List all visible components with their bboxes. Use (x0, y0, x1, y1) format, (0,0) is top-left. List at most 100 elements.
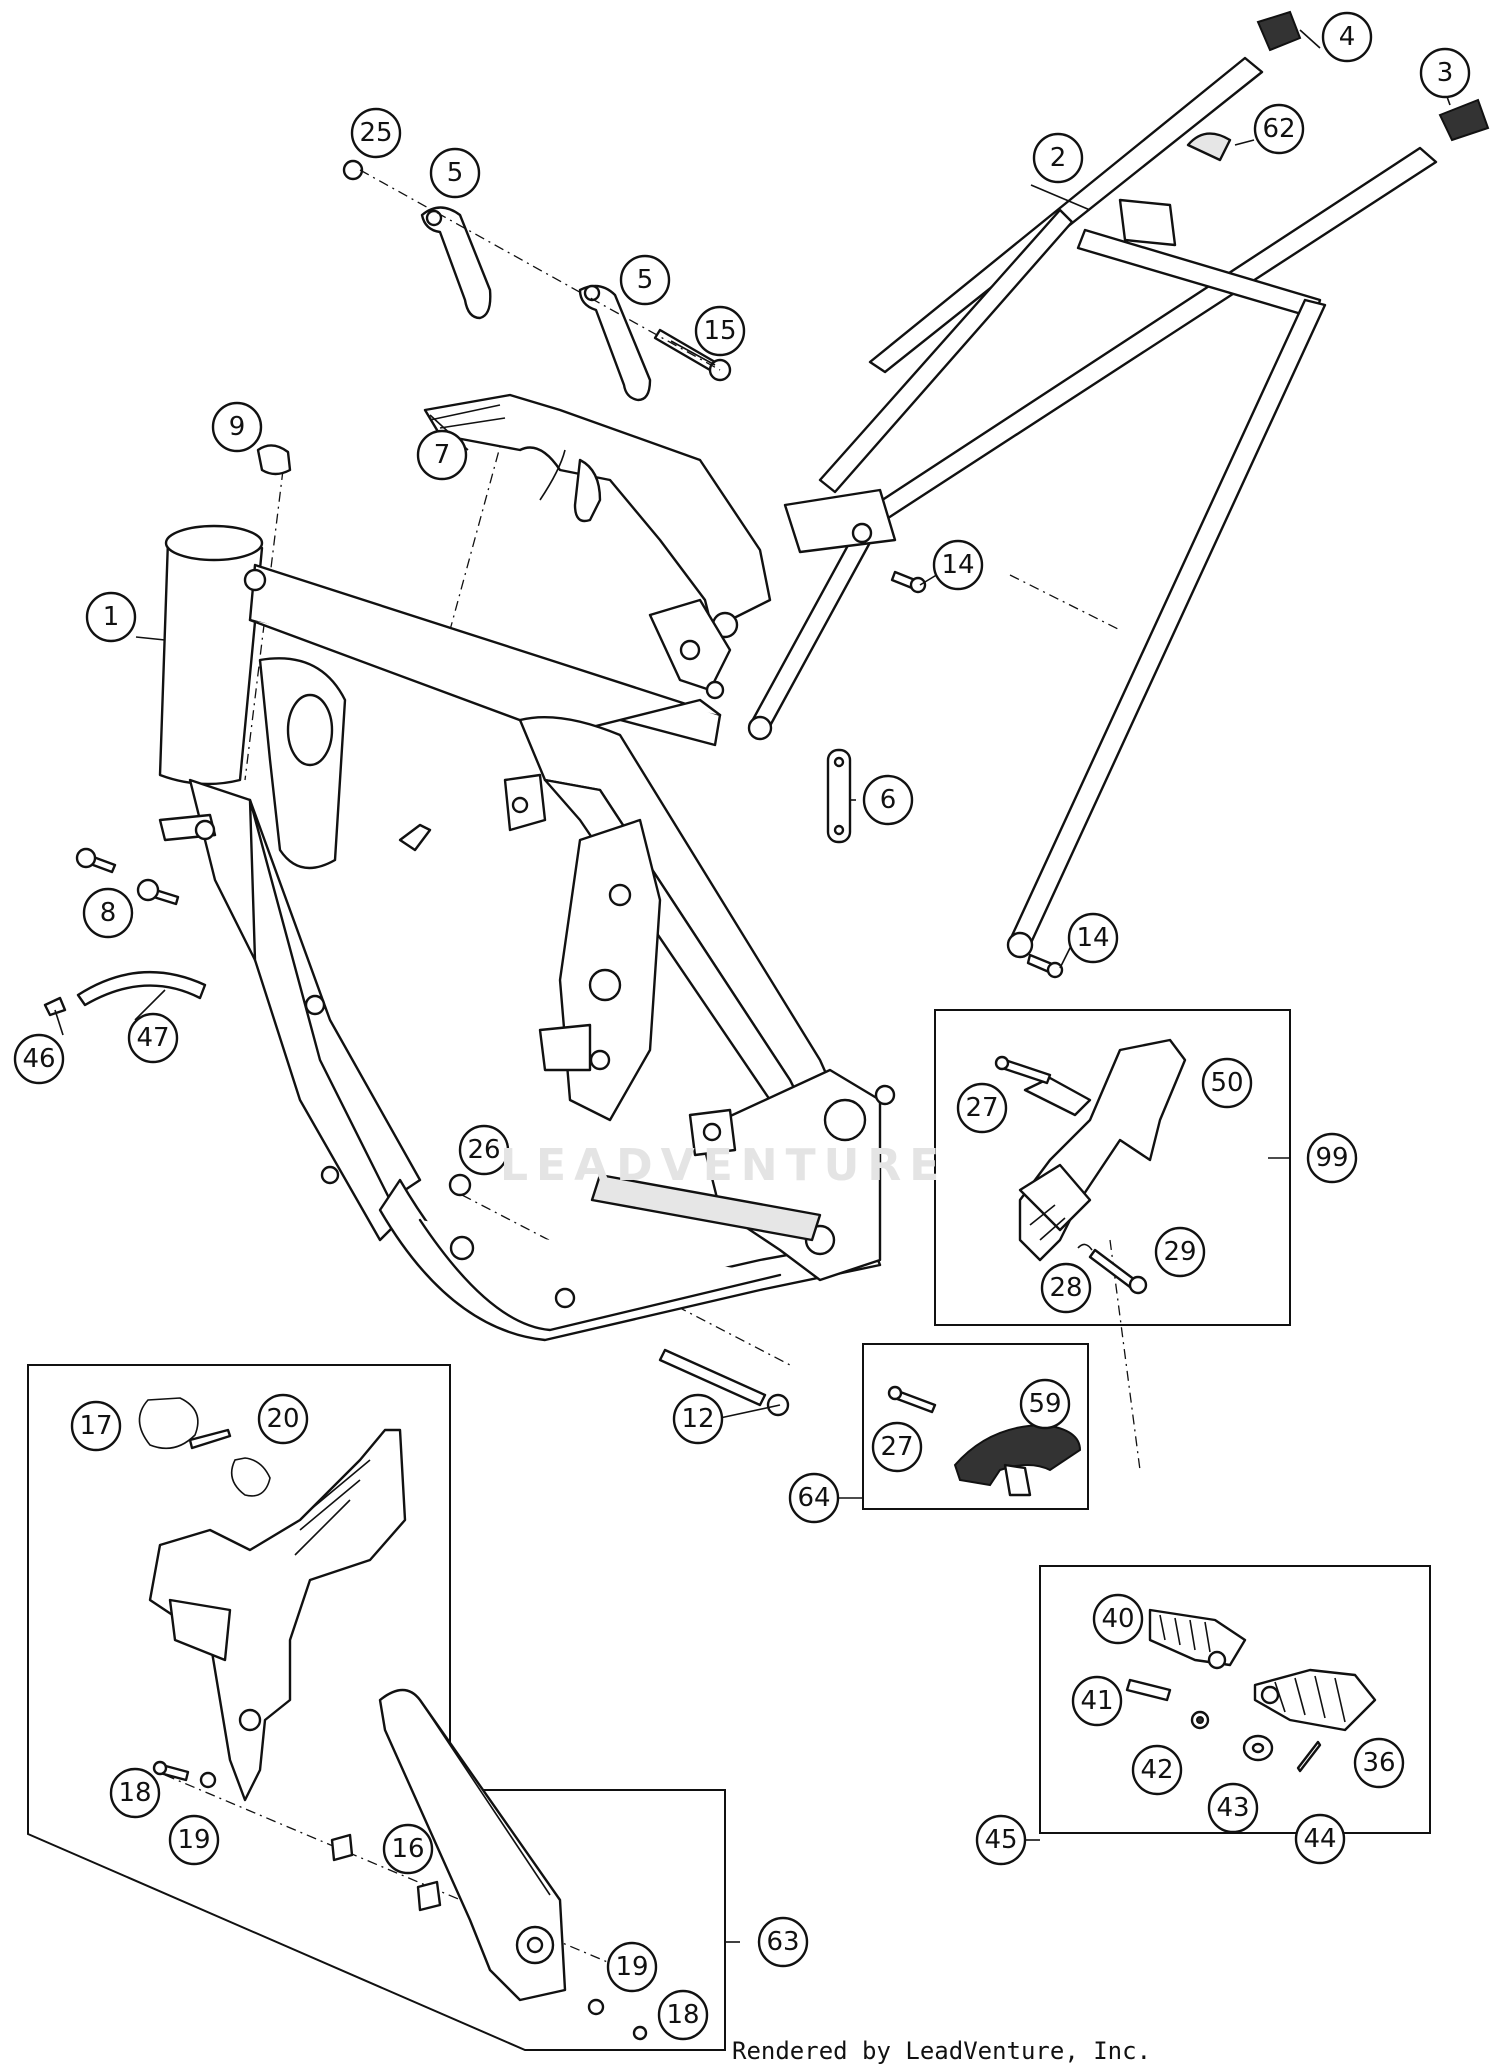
svg-text:47: 47 (136, 1023, 169, 1053)
svg-text:6: 6 (880, 785, 897, 815)
svg-text:20: 20 (266, 1404, 299, 1434)
svg-text:27: 27 (880, 1432, 913, 1462)
callout-20[interactable]: 20 (257, 1393, 309, 1445)
svg-text:28: 28 (1049, 1273, 1082, 1303)
callout-64[interactable]: 64 (788, 1472, 840, 1524)
spring-part-42 (1190, 1710, 1210, 1730)
callout-44[interactable]: 44 (1294, 1813, 1346, 1865)
svg-text:62: 62 (1262, 114, 1295, 144)
callout-7[interactable]: 7 (416, 429, 468, 481)
callout-27[interactable]: 27 (956, 1082, 1008, 1134)
hose-part-47 (76, 970, 207, 1007)
callout-2[interactable]: 2 (1032, 132, 1084, 184)
cap-part-4 (1256, 10, 1302, 52)
spring-part-28 (1077, 1243, 1093, 1251)
footpeg-part-36 (1253, 1668, 1377, 1732)
svg-text:18: 18 (118, 1778, 151, 1808)
svg-text:8: 8 (100, 898, 117, 928)
callout-43[interactable]: 43 (1207, 1782, 1259, 1834)
svg-text:9: 9 (229, 412, 246, 442)
svg-text:5: 5 (447, 158, 464, 188)
bolt-part-14 (890, 570, 1064, 979)
bracket-part-7 (423, 393, 772, 642)
callout-14[interactable]: 14 (1067, 912, 1119, 964)
svg-text:4: 4 (1339, 22, 1356, 52)
svg-text:12: 12 (681, 1404, 714, 1434)
callout-25[interactable]: 25 (350, 107, 402, 159)
callout-41[interactable]: 41 (1071, 1675, 1123, 1727)
svg-text:50: 50 (1210, 1068, 1243, 1098)
callout-50[interactable]: 50 (1201, 1057, 1253, 1109)
callout-12[interactable]: 12 (672, 1393, 724, 1445)
svg-text:14: 14 (1076, 923, 1109, 953)
callout-6[interactable]: 6 (862, 774, 914, 826)
subframe-part (747, 56, 1438, 959)
callout-99[interactable]: 99 (1306, 1132, 1358, 1184)
bolt-part-59 (887, 1385, 937, 1414)
frame-protector-part (148, 1428, 567, 2002)
kickstand-part-50 (1018, 1038, 1187, 1262)
callout-27[interactable]: 27 (871, 1421, 923, 1473)
cable-tie-part-20 (230, 1457, 271, 1497)
callout-18[interactable]: 18 (657, 1989, 709, 2041)
clamp-part-9 (256, 444, 292, 476)
callout-40[interactable]: 40 (1092, 1593, 1144, 1645)
svg-text:3: 3 (1437, 58, 1454, 88)
callout-26[interactable]: 26 (458, 1124, 510, 1176)
callout-45[interactable]: 45 (975, 1814, 1027, 1866)
svg-text:19: 19 (615, 1952, 648, 1982)
callout-8[interactable]: 8 (82, 887, 134, 939)
callout-17[interactable]: 17 (70, 1400, 122, 1452)
assembly-line (1009, 574, 1121, 631)
callout-5[interactable]: 5 (429, 147, 481, 199)
svg-text:63: 63 (766, 1927, 799, 1957)
svg-text:2: 2 (1050, 143, 1067, 173)
callout-5[interactable]: 5 (619, 254, 671, 306)
svg-text:43: 43 (1216, 1793, 1249, 1823)
svg-text:99: 99 (1315, 1143, 1348, 1173)
callout-18[interactable]: 18 (109, 1767, 161, 1819)
callout-46[interactable]: 46 (13, 1033, 65, 1085)
svg-text:36: 36 (1362, 1748, 1395, 1778)
callout-4[interactable]: 4 (1321, 11, 1373, 63)
assembly-line (164, 1774, 651, 1981)
main-frame-part (158, 524, 896, 1342)
callout-36[interactable]: 36 (1353, 1737, 1405, 1789)
pin-part-41 (1125, 1678, 1172, 1702)
callout-62[interactable]: 62 (1253, 103, 1305, 155)
screws-part-18-19 (152, 1760, 648, 2041)
assembly-line (1109, 1239, 1141, 1471)
callout-59[interactable]: 59 (1019, 1378, 1071, 1430)
pad-part-27 (1023, 1076, 1092, 1117)
callout-3[interactable]: 3 (1419, 47, 1471, 99)
svg-text:40: 40 (1101, 1604, 1134, 1634)
svg-text:46: 46 (22, 1044, 55, 1074)
callout-19[interactable]: 19 (168, 1814, 220, 1866)
callout-47[interactable]: 47 (127, 1012, 179, 1064)
callout-16[interactable]: 16 (382, 1823, 434, 1875)
bolt-part-8 (75, 847, 180, 906)
callout-14[interactable]: 14 (932, 539, 984, 591)
callout-1[interactable]: 1 (85, 591, 137, 643)
callout-63[interactable]: 63 (757, 1916, 809, 1968)
assembly-box-64 (862, 1343, 1089, 1510)
svg-text:7: 7 (434, 440, 451, 470)
svg-text:25: 25 (359, 118, 392, 148)
callout-15[interactable]: 15 (694, 305, 746, 357)
svg-text:14: 14 (941, 550, 974, 580)
svg-text:17: 17 (79, 1411, 112, 1441)
svg-text:29: 29 (1163, 1237, 1196, 1267)
callout-9[interactable]: 9 (211, 401, 263, 453)
callout-28[interactable]: 28 (1040, 1262, 1092, 1314)
callout-42[interactable]: 42 (1131, 1744, 1183, 1796)
render-credit: Rendered by LeadVenture, Inc. (732, 2037, 1152, 2065)
footpeg-part-40 (1148, 1608, 1247, 1670)
svg-text:27: 27 (965, 1093, 998, 1123)
cap-part-3 (1438, 98, 1490, 142)
svg-text:15: 15 (703, 316, 736, 346)
bracket-part-5 (342, 159, 652, 402)
callout-19[interactable]: 19 (606, 1941, 658, 1993)
washer-part-43 (1242, 1734, 1274, 1762)
callout-29[interactable]: 29 (1154, 1226, 1206, 1278)
svg-text:42: 42 (1140, 1755, 1173, 1785)
